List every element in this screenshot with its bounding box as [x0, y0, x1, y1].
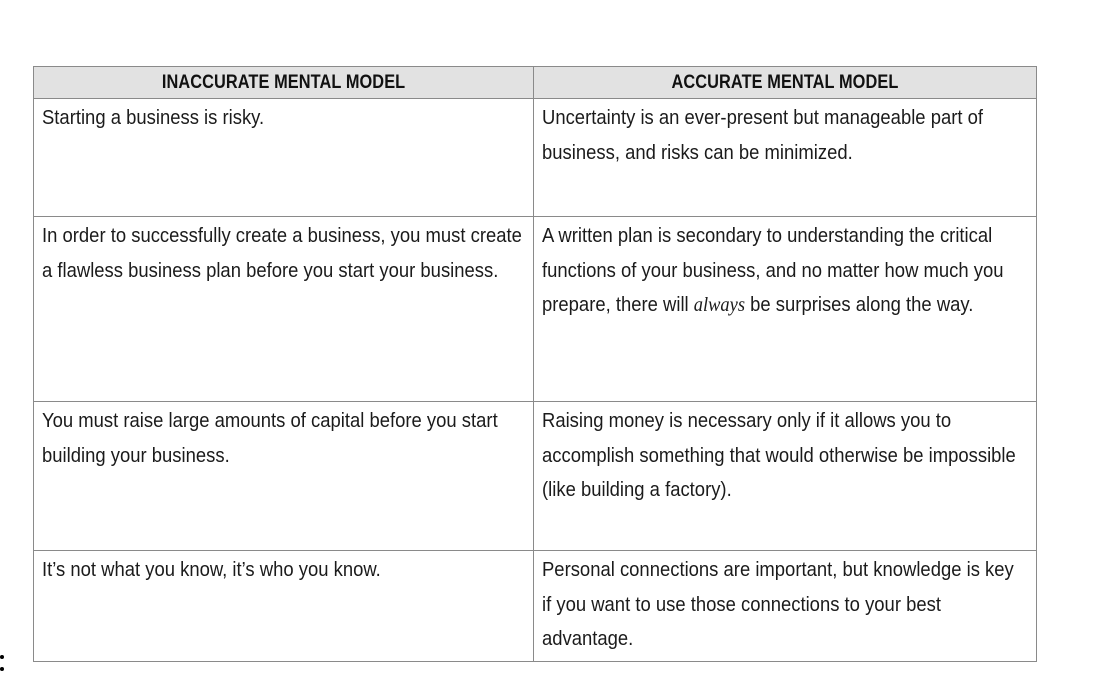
emphasis-word: always	[693, 294, 746, 316]
accurate-cell: Raising money is necessary only if it al…	[533, 401, 1037, 551]
table-row: You must raise large amounts of capital …	[33, 401, 1037, 551]
header-inaccurate: INACCURATE MENTAL MODEL	[33, 66, 534, 99]
header-accurate: ACCURATE MENTAL MODEL	[533, 66, 1037, 99]
mental-model-table: INACCURATE MENTAL MODEL ACCURATE MENTAL …	[33, 66, 1037, 662]
inaccurate-cell: It’s not what you know, it’s who you kno…	[33, 550, 534, 662]
edge-dot	[0, 655, 4, 659]
accurate-cell: Personal connections are important, but …	[533, 550, 1037, 662]
accurate-cell: Uncertainty is an ever-present but manag…	[533, 98, 1037, 217]
table-row: In order to successfully create a busine…	[33, 216, 1037, 402]
table-body: Starting a business is risky. Uncertaint…	[33, 98, 1037, 662]
header-row: INACCURATE MENTAL MODEL ACCURATE MENTAL …	[33, 66, 1037, 99]
table-header: INACCURATE MENTAL MODEL ACCURATE MENTAL …	[33, 66, 1037, 99]
inaccurate-cell: In order to successfully create a busine…	[33, 216, 534, 402]
accurate-cell-text: A written plan is secondary to understan…	[542, 224, 1004, 316]
page-edge-marks	[0, 655, 4, 679]
table-row: It’s not what you know, it’s who you kno…	[33, 550, 1037, 662]
edge-dot	[0, 667, 4, 671]
inaccurate-cell: Starting a business is risky.	[33, 98, 534, 217]
accurate-cell: A written plan is secondary to understan…	[533, 216, 1037, 402]
table-row: Starting a business is risky. Uncertaint…	[33, 98, 1037, 217]
inaccurate-cell: You must raise large amounts of capital …	[33, 401, 534, 551]
